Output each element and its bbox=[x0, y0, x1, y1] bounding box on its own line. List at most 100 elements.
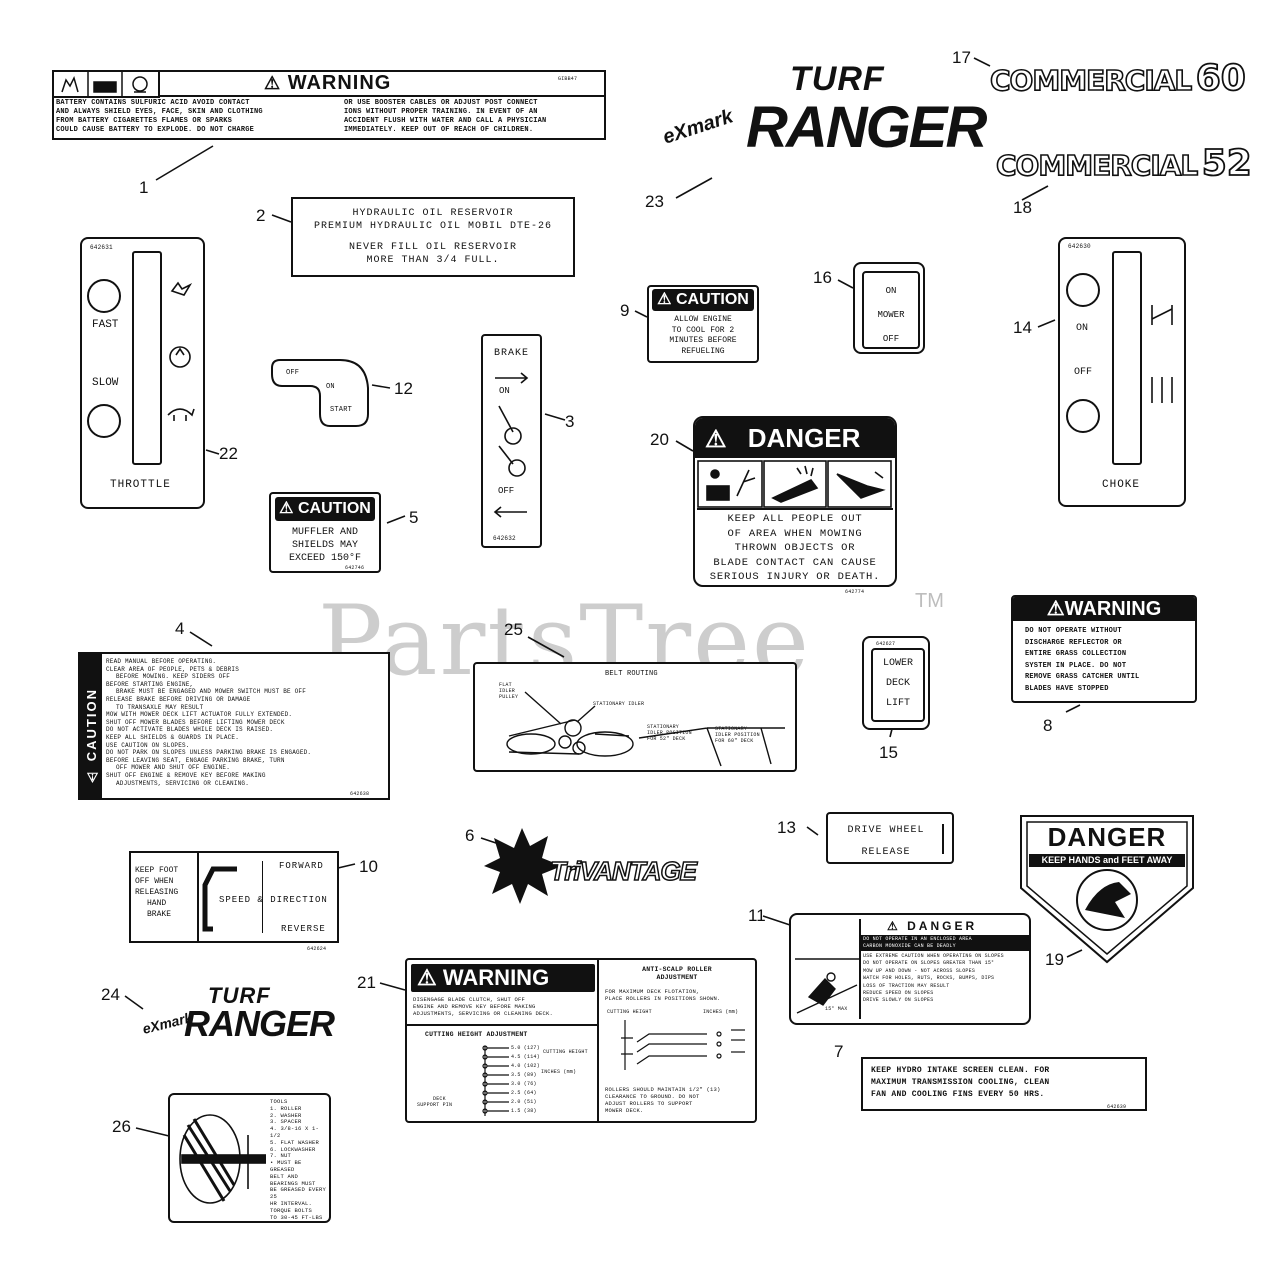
choke-valve-icons bbox=[1151, 305, 1173, 403]
decal-1-code: GIBB47 bbox=[558, 76, 578, 82]
decal-battery-warning: ⚠ WARNING GIBB47 BATTERY CONTAINS SULFUR… bbox=[52, 70, 606, 140]
decal-19-sub: KEEP HANDS and FEET AWAY bbox=[1029, 854, 1185, 867]
decal-5-text: MUFFLER AND SHIELDS MAY EXCEED 150°F bbox=[288, 527, 361, 564]
decal-danger-thrown-objects: ⚠ DANGER KEEP ALL PEOPLE OUT OF AREA WHE… bbox=[693, 416, 897, 595]
rabbit-choke-turtle-icons bbox=[167, 281, 195, 421]
decal-21-divider-v bbox=[597, 960, 599, 1121]
slow-dot bbox=[87, 404, 121, 438]
decal-11-mark: 15° MAX bbox=[825, 1006, 848, 1012]
decal-brake: BRAKE ON OFF 642632 bbox=[481, 334, 542, 548]
callout-7: 7 bbox=[834, 1042, 844, 1061]
belt-label-stationary: STATIONARY IDLER bbox=[593, 701, 645, 707]
decal-throttle: 642631 FAST SLOW THROTTLE bbox=[80, 237, 205, 509]
belt-routing-title: BELT ROUTING bbox=[605, 670, 658, 678]
decal-9-text: ALLOW ENGINE TO COOL FOR 2 MINUTES BEFOR… bbox=[669, 315, 737, 356]
brake-label: BRAKE bbox=[493, 348, 529, 359]
decal-11-text-a: DO NOT OPERATE IN AN ENCLOSED AREA CARBO… bbox=[861, 935, 1031, 951]
commercial-60-word: COMMERCIAL bbox=[989, 63, 1193, 98]
callout-12: 12 bbox=[394, 379, 413, 398]
roller-position-diagram bbox=[621, 1020, 745, 1070]
warning-triangle-icon: ⚠ bbox=[657, 291, 672, 308]
callout-1: 1 bbox=[139, 178, 149, 197]
callout-2: 2 bbox=[256, 206, 266, 225]
throttle-slot bbox=[132, 251, 162, 465]
decal-21-roller-col2: INCHES (mm) bbox=[703, 1009, 739, 1015]
decal-hydro-intake: KEEP HYDRO INTAKE SCREEN CLEAN. FOR MAXI… bbox=[861, 1057, 1147, 1111]
decal-21-roller-text: FOR MAXIMUM DECK FLOTATION, PLACE ROLLER… bbox=[605, 988, 721, 1002]
callout-21: 21 bbox=[357, 973, 376, 992]
decal-5-header: ⚠ CAUTION bbox=[275, 497, 375, 521]
decal-operating-caution: ⚠ CAUTION READ MANUAL BEFORE OPERATING. … bbox=[78, 652, 390, 800]
decal-21-inches: INCHES (mm) bbox=[541, 1069, 577, 1075]
decal-21-heights: 5.0 (127) 4.5 (114) 4.0 (102) 3.5 (89) 3… bbox=[511, 1045, 540, 1114]
decal-11-heading: ⚠ DANGER bbox=[887, 919, 978, 933]
decal-21-roller-title: ANTI-SCALP ROLLER ADJUSTMENT bbox=[642, 966, 712, 981]
logo-trivantage: TriVANTAGE bbox=[484, 826, 704, 906]
logo-23-line2: RANGER bbox=[746, 95, 987, 160]
decal-ignition: OFF ON START bbox=[270, 358, 372, 428]
callout-15: 15 bbox=[879, 743, 898, 762]
watermark-tm: TM bbox=[915, 590, 944, 612]
choke-off-label: OFF bbox=[1074, 367, 1093, 378]
decal-11-text-b: USE EXTREME CAUTION WHEN OPERATING ON SL… bbox=[863, 953, 1004, 1004]
callout-13: 13 bbox=[777, 818, 796, 837]
decal-10-forward: FORWARD bbox=[279, 861, 324, 871]
decal-5-code: 642746 bbox=[345, 565, 365, 571]
logo-turf-ranger-small: eXmark TURF RANGER bbox=[141, 983, 335, 1055]
decal-21-roller-col1: CUTTING HEIGHT bbox=[607, 1009, 652, 1015]
callout-3: 3 bbox=[565, 412, 575, 431]
decal-1-left-text: BATTERY CONTAINS SULFURIC ACID AVOID CON… bbox=[56, 99, 263, 134]
choke-label: CHOKE bbox=[1102, 479, 1141, 491]
warning-triangle-icon: ⚠ bbox=[264, 73, 282, 93]
ignition-start: START bbox=[330, 406, 353, 414]
decal-10-left: KEEP FOOT OFF WHEN RELEASING HAND BRAKE bbox=[135, 866, 179, 919]
brake-lever-diagram bbox=[493, 372, 529, 518]
height-pin-ladder bbox=[482, 1045, 509, 1116]
decal-15-text: LOWER DECK LIFT bbox=[882, 658, 913, 709]
callout-14: 14 bbox=[1013, 318, 1032, 337]
decal-4-code: 642638 bbox=[350, 791, 370, 797]
decal-20-text: KEEP ALL PEOPLE OUT OF AREA WHEN MOWING … bbox=[709, 513, 881, 583]
decal-2-line: MORE THAN 3/4 FULL. bbox=[366, 255, 500, 266]
decal-choke: 642630 ON OFF CHOKE bbox=[1058, 237, 1186, 507]
warning-triangle-icon: ⚠ bbox=[705, 426, 727, 453]
brake-off: OFF bbox=[498, 486, 515, 496]
decal-26-text: TOOLS 1. ROLLER 2. WASHER 3. SPACER 4. 3… bbox=[270, 1098, 327, 1221]
decal-refuel-caution: ⚠ CAUTION ALLOW ENGINE TO COOL FOR 2 MIN… bbox=[647, 285, 759, 363]
decal-10-code: 642624 bbox=[307, 946, 327, 952]
callout-5: 5 bbox=[409, 508, 419, 527]
deck-lift-inner: LOWER DECK LIFT bbox=[871, 648, 925, 722]
battery-hazard-icons bbox=[61, 72, 148, 96]
decal-11-picto: 15° MAX bbox=[795, 919, 861, 1019]
callout-23: 23 bbox=[645, 192, 664, 211]
decal-mower-switch: ON MOWER OFF bbox=[853, 262, 925, 354]
decal-22-code: 642631 bbox=[90, 244, 113, 251]
decal-10-arrow-line bbox=[262, 861, 264, 933]
decal-1-right-text: OR USE BOOSTER CABLES OR ADJUST POST CON… bbox=[344, 99, 547, 134]
choke-on-dot bbox=[1066, 273, 1100, 307]
decal-4-side-label: ⚠ CAUTION bbox=[84, 688, 99, 784]
decal-14-code: 642630 bbox=[1068, 243, 1091, 250]
decal-cutting-height: ⚠ WARNING DISENGAGE BLADE CLUTCH, SHUT O… bbox=[405, 958, 757, 1123]
choke-slot bbox=[1112, 251, 1142, 465]
decal-20-code: 642774 bbox=[845, 589, 865, 595]
decal-13-text: DRIVE WHEEL RELEASE bbox=[847, 825, 925, 858]
decal-danger-hands-feet: DANGER KEEP HANDS and FEET AWAY bbox=[1019, 814, 1195, 964]
warning-triangle-icon: ⚠ bbox=[417, 965, 437, 990]
warning-triangle-icon: ⚠ bbox=[1046, 598, 1065, 620]
callout-18: 18 bbox=[1013, 198, 1032, 217]
decal-2-line: HYDRAULIC OIL RESERVOIR bbox=[352, 208, 514, 219]
warning-triangle-icon: ⚠ bbox=[279, 500, 294, 517]
belt-label-flat-idler: FLAT IDLER PULLEY bbox=[499, 682, 519, 700]
commercial-52-word: COMMERCIAL bbox=[995, 148, 1199, 183]
callout-4: 4 bbox=[175, 619, 185, 638]
commercial-60-number: 60 bbox=[1195, 57, 1247, 100]
fast-dot bbox=[87, 279, 121, 313]
decal-commercial-60: COMMERCIAL 60 bbox=[989, 57, 1247, 100]
decal-20-pictograms bbox=[697, 460, 893, 510]
callout-8: 8 bbox=[1043, 716, 1053, 735]
throttle-slow-label: SLOW bbox=[92, 377, 119, 389]
logo-24-line1: TURF bbox=[208, 983, 271, 1008]
ignition-on: ON bbox=[326, 383, 335, 391]
